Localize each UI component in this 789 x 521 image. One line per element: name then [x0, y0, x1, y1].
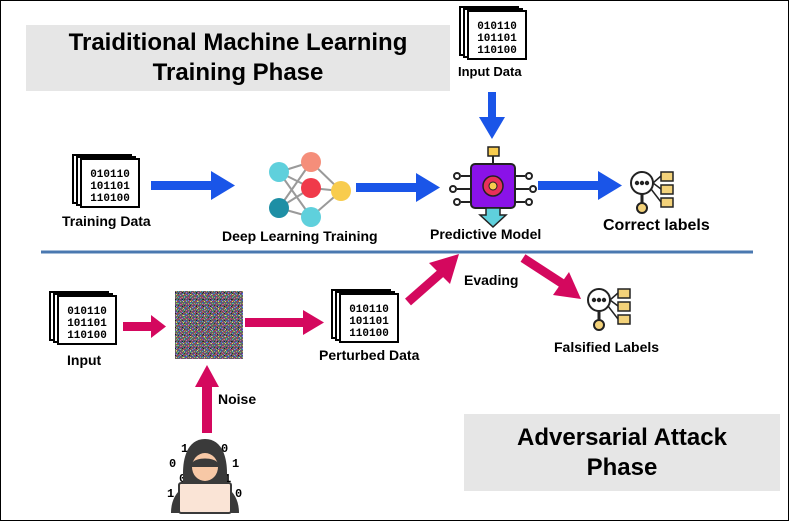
training-data-bits-1: 010110 — [90, 169, 130, 181]
input-bits-2: 101101 — [67, 318, 107, 330]
arrow-input-to-model — [479, 92, 505, 139]
arrow-model-to-falsified-labels — [520, 254, 581, 299]
hacker-digit-4: 1 — [167, 487, 174, 501]
deep-learning-training-label: Deep Learning Training — [222, 228, 378, 244]
training-data-bits-3: 110100 — [90, 193, 130, 205]
input-data-document-icon: 010110 101101 110100 — [459, 6, 527, 60]
hacker-digit-2: 0 — [169, 457, 176, 471]
hacker-digit-6: 1 — [232, 457, 239, 471]
input-label: Input — [67, 352, 102, 368]
perturbed-data-label: Perturbed Data — [319, 347, 420, 363]
hacker-digit-7: 1 — [224, 472, 231, 486]
perturbed-data-bits-3: 110100 — [349, 328, 389, 340]
training-phase-title-line1: Traiditional Machine Learning — [68, 29, 408, 56]
input-bits-1: 010110 — [67, 306, 107, 318]
predictive-model-chip-icon — [449, 146, 537, 229]
input-data-bits-2: 101101 — [477, 33, 517, 45]
correct-labels-icon — [630, 171, 674, 214]
evading-label: Evading — [464, 272, 519, 288]
falsified-labels-label: Falsified Labels — [554, 339, 660, 355]
hacker-digit-8: 0 — [235, 487, 242, 501]
hacker-digit-5: 0 — [221, 442, 228, 456]
input-bits-3: 110100 — [67, 330, 107, 342]
arrow-model-to-correct-labels — [538, 171, 622, 200]
attack-phase-title-line1: Adversarial Attack — [517, 423, 727, 451]
noise-label: Noise — [218, 391, 257, 407]
hacker-icon: 1 0 0 1 0 1 1 0 — [167, 439, 242, 514]
arrow-noise-to-perturbed — [245, 310, 324, 335]
input-document-icon: 010110 101101 110100 — [49, 291, 117, 345]
attack-phase-title-line2: Phase — [586, 453, 658, 481]
hacker-digit-1: 1 — [181, 442, 188, 456]
hacker-digit-3: 0 — [179, 472, 186, 486]
attack-phase-panel: Adversarial Attack Phase — [464, 414, 780, 491]
arrow-hacker-to-noise — [195, 365, 219, 433]
training-phase-title-line2: Training Phase — [152, 59, 324, 86]
noise-image — [175, 291, 243, 359]
training-data-bits-2: 101101 — [90, 181, 130, 193]
arrow-dl-to-model — [356, 173, 440, 202]
arrow-training-data-to-dl — [151, 171, 235, 200]
input-data-label: Input Data — [458, 64, 522, 79]
training-data-document-icon: 010110 101101 110100 — [72, 154, 140, 208]
training-phase-panel: Traiditional Machine Learning Training P… — [26, 25, 450, 91]
neural-network-icon — [269, 152, 351, 227]
arrow-input-to-noise — [123, 315, 166, 338]
training-data-label: Training Data — [62, 213, 151, 229]
correct-labels-label: Correct labels — [603, 217, 710, 234]
arrow-perturbed-to-model — [405, 254, 459, 306]
perturbed-data-bits-1: 010110 — [349, 304, 389, 316]
perturbed-data-bits-2: 101101 — [349, 316, 389, 328]
perturbed-data-document-icon: 010110 101101 110100 — [331, 289, 399, 343]
input-data-bits-3: 110100 — [477, 45, 517, 57]
predictive-model-label: Predictive Model — [430, 226, 542, 242]
input-data-bits-1: 010110 — [477, 21, 517, 33]
falsified-labels-icon — [587, 288, 631, 331]
